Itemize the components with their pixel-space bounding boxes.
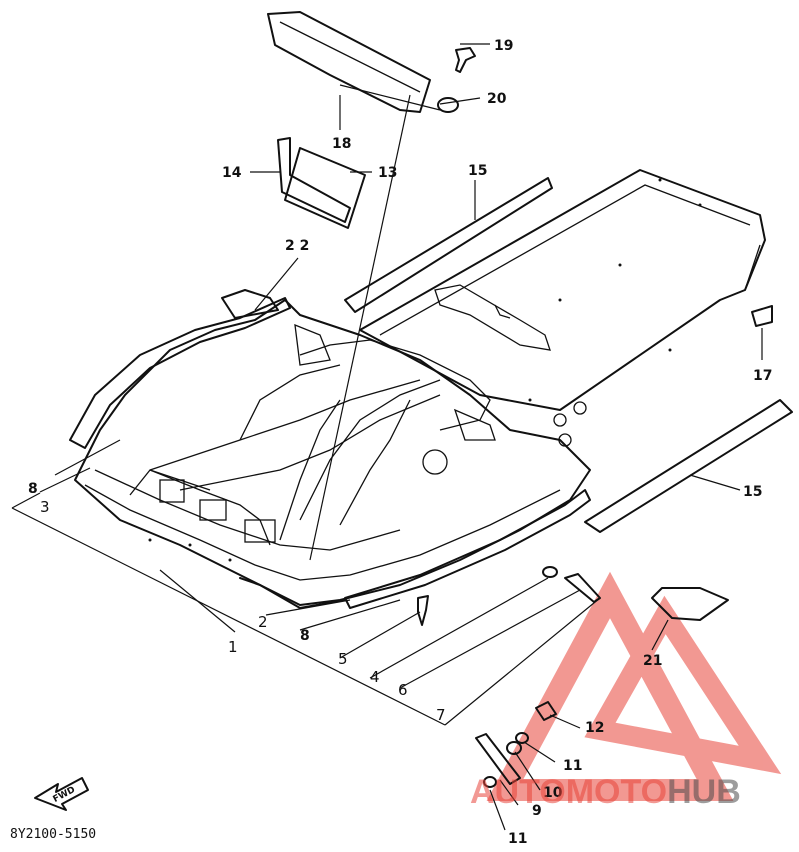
- label-part-8-left: 8: [28, 481, 38, 497]
- fwd-arrow-icon: FWD: [34, 777, 89, 811]
- label-part-2: 2: [258, 613, 268, 631]
- part-4-washer: [542, 566, 558, 578]
- label-part-15-right: 15: [743, 484, 762, 500]
- watermark-logo: [486, 571, 782, 801]
- part-6-bolt: [564, 573, 601, 603]
- label-part-8-right: 8: [300, 628, 310, 644]
- label-part-5: 5: [338, 650, 348, 668]
- part-13-plate: [284, 147, 366, 229]
- side-rail-left: [69, 297, 291, 449]
- label-part-17: 17: [753, 368, 772, 384]
- part-9-plate: [475, 733, 521, 785]
- watermark-hub: HUB: [667, 773, 741, 811]
- part-20-grommet: [437, 97, 459, 113]
- part-22-bracket: [221, 289, 279, 319]
- label-part-15-top: 15: [468, 163, 487, 179]
- label-part-13: 13: [378, 165, 397, 181]
- part-19-bolt: [455, 47, 476, 73]
- label-part-7: 7: [436, 706, 446, 724]
- part-11-washer-a: [515, 732, 529, 744]
- label-part-11-b: 11: [508, 831, 527, 847]
- part-5-rivet: [417, 595, 429, 626]
- diagram-code: 8Y2100-5150: [10, 827, 96, 842]
- watermark-moto: MOTO: [566, 773, 667, 811]
- part-21-flap: [651, 587, 729, 621]
- label-part-14: 14: [222, 165, 242, 181]
- label-part-3: 3: [40, 498, 50, 516]
- label-part-12: 12: [585, 720, 604, 736]
- label-part-19: 19: [494, 38, 513, 54]
- label-part-22: 2 2: [285, 238, 309, 254]
- watermark-auto: AUTO: [470, 773, 566, 811]
- leader-lines: [11, 43, 763, 831]
- label-part-9: 9: [532, 803, 542, 819]
- label-part-11-a: 11: [563, 758, 582, 774]
- watermark-text: AUTOMOTOHUB: [470, 773, 741, 811]
- svg-text:AUTOMOTOHUB: AUTOMOTOHUB: [470, 773, 741, 811]
- part-11-washer-b: [483, 776, 497, 788]
- label-part-1: 1: [228, 638, 238, 656]
- part-labels: 1 2 3 4 5 6 7 8 8 9 10 11 11 12 13 14 15…: [28, 38, 772, 847]
- frame-chassis: [74, 169, 766, 606]
- part-17-label: [751, 305, 773, 327]
- side-rail-right: [239, 489, 591, 609]
- part-10-nut: [506, 741, 522, 755]
- part-18-bracket: [267, 11, 431, 113]
- label-part-6: 6: [398, 681, 408, 699]
- label-part-4: 4: [370, 668, 380, 686]
- label-part-18: 18: [332, 136, 351, 152]
- part-14-trim: [277, 137, 351, 223]
- label-part-20: 20: [487, 91, 507, 107]
- part-12-bolt: [535, 701, 557, 721]
- label-part-21: 21: [643, 653, 662, 669]
- label-part-10: 10: [543, 785, 563, 801]
- part-16-strip: [344, 177, 553, 313]
- part-15-strip: [584, 399, 793, 533]
